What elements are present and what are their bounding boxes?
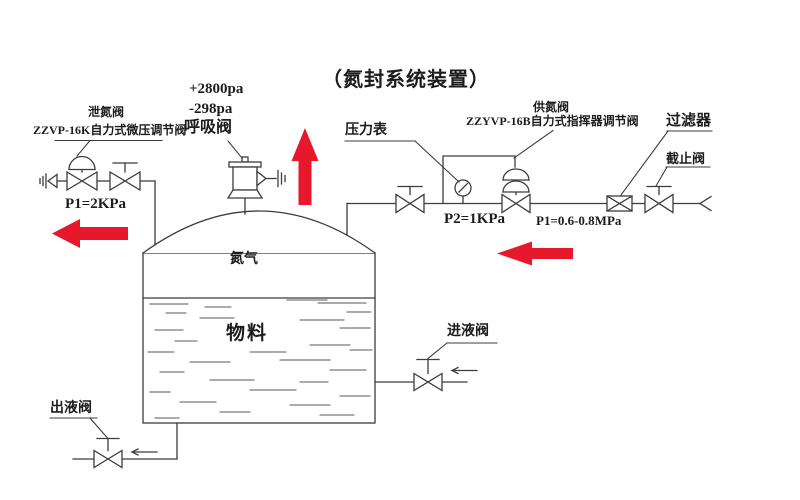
outlet-valve-icon	[93, 437, 123, 469]
inlet-line-piping	[374, 366, 478, 383]
tank-material-label: 物料	[226, 323, 269, 344]
leader-lines	[49, 129, 713, 439]
stop-valve-icon	[644, 185, 674, 214]
liquid-texture	[147, 299, 373, 419]
filter-label: 过滤器	[666, 113, 712, 129]
vent-valve-label: 泄氮阀	[88, 105, 125, 119]
flow-arrows	[52, 128, 573, 266]
vent-line-piping	[39, 173, 156, 246]
pipe-continuation-icon	[699, 195, 712, 212]
vent-valve-model-label: ZZVP-16K自力式微压调节阀	[33, 123, 187, 137]
left-stop-valve-icon	[109, 162, 141, 192]
flow-arrow-left-supply-icon	[497, 241, 573, 266]
breather-negative-setpoint: -298pa	[189, 101, 233, 117]
supply-valve-label: 供氮阀	[533, 100, 570, 114]
pressure-gauge-icon	[442, 155, 516, 205]
supply-block-valve-icon	[395, 185, 425, 214]
breather-valve-label: 呼吸阀	[184, 119, 233, 136]
outlet-flow-arrow-icon	[130, 448, 158, 456]
flow-arrow-up-icon	[291, 128, 319, 205]
inlet-valve-icon	[413, 358, 443, 392]
breather-positive-setpoint: +2800pa	[189, 81, 244, 97]
pressure-gauge-label: 压力表	[345, 123, 387, 138]
stop-valve-label: 截止阀	[666, 151, 706, 166]
inlet-flow-arrow-icon	[450, 366, 478, 375]
tank	[142, 210, 376, 424]
vent-regulator-valve-icon	[66, 155, 98, 192]
supply-valve-model-label: ZZYVP-16B自力式指挥器调节阀	[466, 114, 639, 128]
diagram-title: （氮封系统装置）	[322, 69, 490, 91]
inlet-valve-label: 进液阀	[447, 324, 489, 339]
vent-to-atmosphere-icon	[39, 173, 58, 189]
pressure-left-value: P1=2KPa	[65, 196, 127, 212]
outlet-valve-label: 出液阀	[50, 401, 92, 416]
filter-icon	[606, 195, 633, 212]
flow-arrow-left-vent-icon	[52, 219, 128, 248]
pressure-right-value: P1=0.6-0.8MPa	[536, 213, 622, 228]
supply-regulator-valve-icon	[501, 168, 531, 214]
tank-gas-label: 氮气	[230, 252, 258, 267]
outlet-line-piping	[72, 422, 178, 460]
breather-valve-icon	[226, 156, 286, 215]
pressure-mid-value: P2=1KPa	[444, 211, 506, 227]
